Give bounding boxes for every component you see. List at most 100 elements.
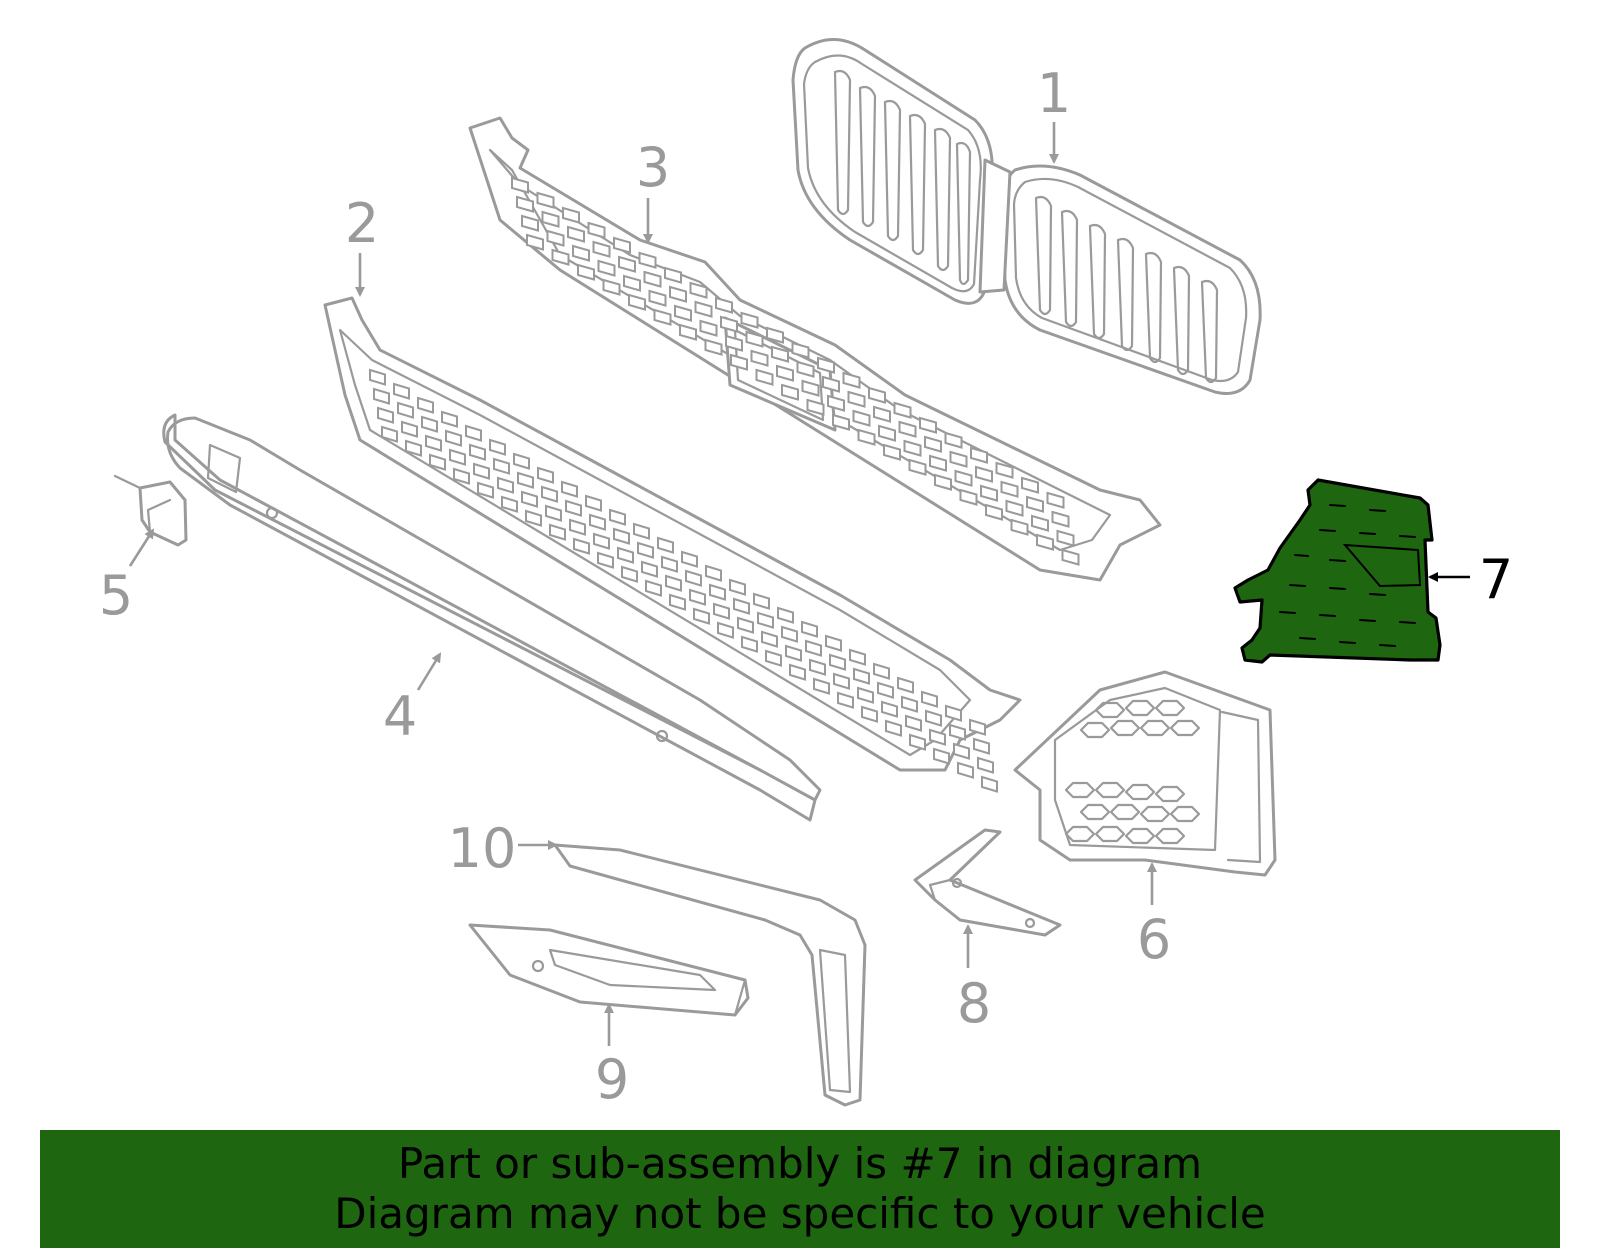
mesh-cell	[901, 695, 918, 713]
mesh-cell	[893, 401, 912, 419]
mesh-cell	[699, 319, 718, 337]
hex-cell	[1079, 803, 1111, 821]
mesh-cell	[944, 431, 963, 449]
mesh-cell	[945, 704, 962, 722]
mesh-cell	[750, 349, 769, 367]
mesh-cell	[777, 606, 794, 624]
hex-cell	[1109, 803, 1141, 821]
mesh-cell	[602, 278, 621, 296]
mesh-cell	[381, 425, 398, 443]
mesh-cell	[1056, 529, 1075, 547]
hex-cell	[1124, 827, 1156, 845]
mesh-cell	[541, 210, 560, 228]
mesh-cell	[617, 546, 634, 564]
mesh-cell	[613, 527, 630, 545]
mesh-cell	[725, 334, 743, 352]
mesh-cell	[857, 428, 876, 446]
mesh-cell	[898, 420, 917, 438]
callout-8: 8	[957, 972, 991, 1035]
hex-cell	[1169, 805, 1201, 823]
mesh-cell	[805, 639, 822, 657]
mesh-cell	[822, 375, 840, 393]
mesh-cell	[908, 458, 927, 476]
mesh-cell	[613, 236, 631, 254]
mesh-cell	[929, 454, 947, 472]
mesh-cell	[369, 368, 386, 386]
mesh-cell	[801, 379, 820, 397]
mesh-cell	[705, 564, 722, 582]
mesh-cell	[1000, 480, 1019, 498]
mesh-cell	[861, 705, 878, 723]
mesh-cell	[546, 229, 565, 247]
mesh-cell	[909, 733, 926, 751]
mesh-cell	[832, 413, 850, 431]
banner-line-1: Part or sub-assembly is #7 in diagram	[397, 1139, 1203, 1188]
callout-9: 9	[595, 1048, 629, 1111]
mesh-cell	[497, 476, 514, 494]
mesh-cell	[881, 700, 898, 718]
mesh-cell	[653, 308, 672, 326]
mesh-cell	[885, 719, 902, 737]
mesh-cell	[929, 728, 946, 746]
mesh-cell	[664, 266, 682, 284]
mesh-cell	[693, 607, 710, 625]
mesh-cell	[685, 569, 702, 587]
mesh-cell	[970, 446, 988, 464]
mesh-cell	[641, 560, 658, 578]
mesh-cell	[401, 420, 418, 438]
mesh-cell	[765, 649, 782, 667]
callout-4: 4	[383, 685, 417, 748]
callout-2: 2	[345, 192, 379, 255]
mesh-cell	[521, 490, 538, 508]
mesh-cell	[657, 536, 674, 554]
hex-cell	[1064, 825, 1096, 843]
mesh-cell	[813, 677, 830, 695]
callout-7: 7	[1479, 548, 1513, 611]
mesh-cell	[925, 709, 942, 727]
mesh-cell	[549, 523, 566, 541]
mesh-cell	[975, 465, 993, 483]
mesh-cell	[587, 221, 606, 239]
mesh-cell	[713, 602, 730, 620]
mesh-cell	[785, 644, 802, 662]
mesh-cell	[453, 467, 470, 485]
mesh-cell	[469, 443, 486, 461]
mesh-cell	[429, 453, 446, 471]
hex-cell	[1124, 783, 1156, 801]
mesh-cell	[709, 583, 726, 601]
mesh-cell	[878, 424, 896, 442]
mesh-cell	[704, 338, 723, 356]
mesh-cell	[969, 718, 986, 736]
mesh-cell	[897, 676, 914, 694]
hex-cell	[1154, 699, 1186, 717]
mesh-cell	[1031, 514, 1049, 532]
part-2-lower-grille	[323, 296, 1022, 793]
mesh-cell	[473, 462, 490, 480]
mesh-cell	[592, 240, 611, 258]
mesh-cell	[933, 747, 950, 765]
part-9-fog-trim	[468, 923, 750, 1017]
mesh-cell	[1051, 510, 1070, 528]
mesh-cell	[623, 274, 641, 292]
mesh-cell	[1061, 548, 1080, 566]
mesh-cell	[1026, 495, 1044, 513]
mesh-cell	[609, 508, 626, 526]
hex-cell	[1079, 721, 1111, 739]
mesh-cell	[715, 296, 733, 314]
mesh-cell	[681, 550, 698, 568]
mesh-cell	[857, 686, 874, 704]
mesh-cell	[689, 588, 706, 606]
mesh-cell	[903, 439, 922, 457]
mesh-cell	[921, 690, 938, 708]
mesh-cell	[477, 481, 494, 499]
mesh-cell	[852, 409, 871, 427]
mesh-cell	[853, 667, 870, 685]
mesh-cell	[737, 616, 754, 634]
mesh-cell	[730, 353, 748, 371]
mesh-cell	[733, 597, 750, 615]
mesh-cell	[981, 775, 998, 793]
mesh-cell	[425, 434, 442, 452]
mesh-cell	[817, 356, 835, 374]
hex-cell	[1169, 719, 1201, 737]
mesh-cell	[585, 494, 602, 512]
